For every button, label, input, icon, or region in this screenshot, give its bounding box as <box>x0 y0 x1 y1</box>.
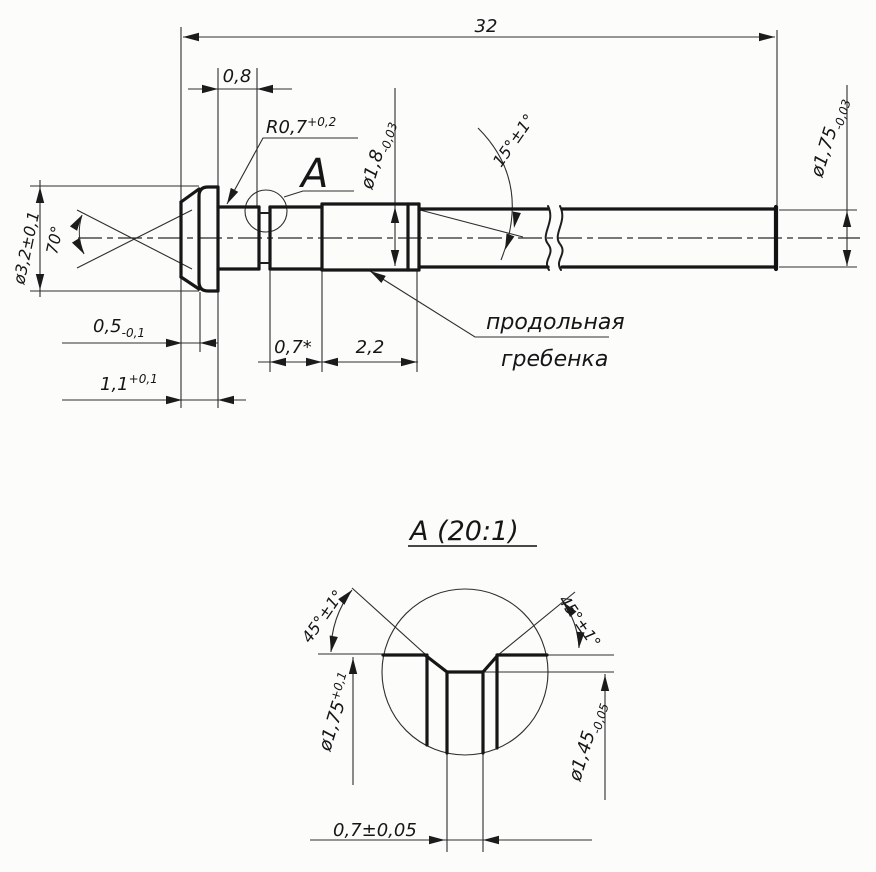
dim-neck-length: 0,8 <box>223 66 252 87</box>
main-view: 32 0,8 R0,7+0,2 A ø1,8-0,03 15°±1° ø1,75… <box>9 16 860 408</box>
break-line <box>556 205 564 271</box>
detail-callout-letter: A <box>298 151 328 197</box>
dim-lead-angle: 15°±1° <box>489 110 539 170</box>
dim-cone-angle: 70° <box>42 224 66 256</box>
main-arrowheads <box>35 32 852 405</box>
dim-overall-length: 32 <box>475 16 498 37</box>
dim-land-diameter: ø1,75+0,1 <box>312 670 358 754</box>
dim-fillet-radius: R0,7+0,2 <box>266 115 336 138</box>
dim-groove-width: 0,7±0,05 <box>333 820 417 841</box>
detail-arrowheads <box>326 587 610 845</box>
dim-comb-length: 2,2 <box>356 337 385 358</box>
dim-spacer-length: 0,7* <box>274 337 312 358</box>
dim-chamfer-angle-left: 45°±1° <box>298 586 348 646</box>
detail-dimension-lines <box>310 587 614 852</box>
comb-note-line2: гребенка <box>501 347 608 372</box>
part-outline <box>179 185 779 293</box>
comb-note-line1: продольная <box>486 310 625 335</box>
detail-title: A (20:1) <box>408 516 519 547</box>
detail-callout-circle <box>244 189 288 233</box>
dim-cone-length: 0,5-0,1 <box>93 316 145 340</box>
dim-head-length: 1,1+0,1 <box>100 372 158 395</box>
detail-part-outline <box>381 653 549 755</box>
break-line <box>544 205 552 271</box>
dim-comb-diameter: ø1,8-0,03 <box>356 118 400 194</box>
main-dimension-lines <box>30 27 857 408</box>
detail-view: A (20:1) <box>298 516 614 852</box>
